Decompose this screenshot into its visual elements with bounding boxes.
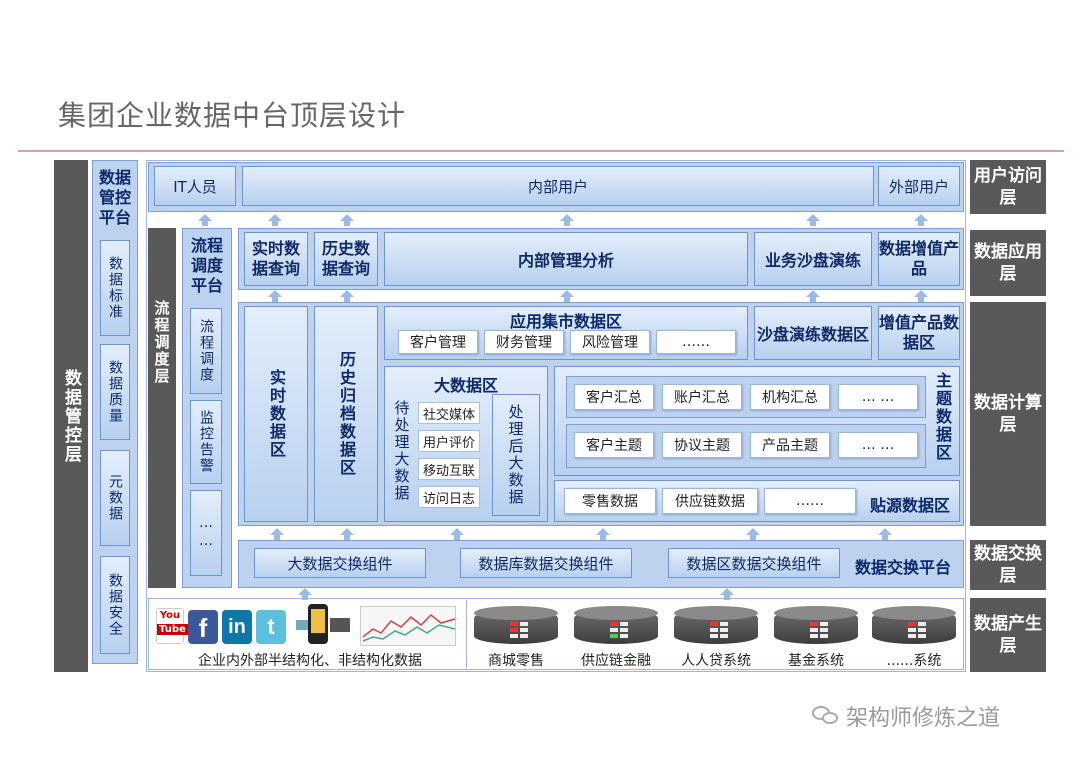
arrow-up-icon — [806, 290, 820, 302]
user-it-staff[interactable]: IT人员 — [154, 166, 236, 206]
bigdata-item-mobile[interactable]: 移动互联 — [418, 458, 480, 480]
exchange-title: 数据交换平台 — [846, 554, 960, 578]
theme-item-customer-subject[interactable]: 客户主题 — [574, 432, 654, 458]
exchange-database[interactable]: 数据库数据交换组件 — [460, 548, 632, 578]
mart-title: 应用集市数据区 — [384, 308, 748, 332]
arrow-up-icon — [560, 290, 574, 302]
arrow-up-icon — [878, 528, 892, 540]
source-zone-title: 贴源数据区 — [862, 492, 958, 516]
compute-value-zone[interactable]: 增值产品数据区 — [878, 306, 960, 360]
governance-layer-label: 数据管控层 — [54, 160, 88, 672]
arrow-up-icon — [340, 214, 354, 226]
app-realtime-query[interactable]: 实时数据查询 — [244, 232, 308, 286]
compute-history-zone[interactable]: 历史归档数据区 — [314, 306, 378, 522]
arrow-up-icon — [340, 528, 354, 540]
mart-item-customer[interactable]: 客户管理 — [398, 330, 478, 354]
chart-thumbnail-icon — [360, 606, 456, 646]
arrow-up-icon — [806, 214, 820, 226]
database-icon — [774, 606, 858, 646]
theme-item-customer-summary[interactable]: 客户汇总 — [574, 384, 654, 410]
bigdata-item-logs[interactable]: 访问日志 — [418, 486, 480, 508]
theme-title: 主题数据区 — [930, 372, 954, 472]
arrow-up-icon — [270, 528, 284, 540]
governance-item-quality[interactable]: 数据质量 — [100, 344, 130, 440]
bigdata-processed[interactable]: 处理后大数据 — [492, 394, 540, 516]
app-sandbox[interactable]: 业务沙盘演练 — [754, 232, 872, 286]
arrow-up-icon — [560, 214, 574, 226]
mobile-device-icon — [296, 604, 352, 646]
title-divider — [18, 150, 1064, 152]
arrow-up-icon — [340, 290, 354, 302]
governance-item-security[interactable]: 数据安全 — [100, 556, 130, 654]
arrow-up-icon — [914, 214, 928, 226]
arrow-up-icon — [268, 290, 282, 302]
exchange-bigdata[interactable]: 大数据交换组件 — [254, 548, 426, 578]
compute-sandbox-zone[interactable]: 沙盘演练数据区 — [754, 306, 872, 360]
system-label-more: ......系统 — [868, 650, 960, 670]
theme-item-more-2[interactable]: … … — [838, 432, 918, 458]
governance-platform-title: 数据管控平台 — [94, 168, 136, 228]
scheduling-item-monitor[interactable]: 监控告警 — [190, 400, 222, 484]
wechat-icon — [812, 704, 842, 726]
app-internal-analysis[interactable]: 内部管理分析 — [384, 232, 748, 286]
arrow-up-icon — [914, 290, 928, 302]
scheduling-item-more[interactable]: …… — [190, 490, 222, 576]
arrow-up-icon — [268, 214, 282, 226]
app-value-added[interactable]: 数据增值产品 — [878, 232, 960, 286]
layer-label-exchange: 数据交换层 — [970, 540, 1046, 590]
theme-item-product-subject[interactable]: 产品主题 — [750, 432, 830, 458]
bigdata-pending-label: 待处理大数据 — [390, 400, 414, 512]
source-zone-item-supply[interactable]: 供应链数据 — [662, 488, 758, 514]
scheduling-layer-label: 流程调度层 — [148, 300, 176, 500]
database-icon — [872, 606, 956, 646]
system-label-p2p: 人人贷系统 — [670, 650, 762, 670]
arrow-up-icon — [746, 528, 760, 540]
theme-item-org-summary[interactable]: 机构汇总 — [750, 384, 830, 410]
source-zone-item-more[interactable]: …… — [764, 488, 856, 514]
watermark-text: 架构师修炼之道 — [846, 700, 1000, 732]
layer-label-compute: 数据计算层 — [970, 302, 1046, 526]
system-label-supply-finance: 供应链金融 — [570, 650, 662, 670]
bigdata-item-social[interactable]: 社交媒体 — [418, 402, 480, 424]
arrow-up-icon — [596, 528, 610, 540]
database-icon — [574, 606, 658, 646]
layer-label-source: 数据产生层 — [970, 598, 1046, 672]
mart-item-more[interactable]: …… — [656, 330, 736, 354]
compute-realtime-zone[interactable]: 实时数据区 — [244, 306, 308, 522]
bigdata-title: 大数据区 — [384, 372, 548, 396]
source-left-caption: 企业内外部半结构化、非结构化数据 — [160, 650, 460, 670]
database-icon — [674, 606, 758, 646]
scheduling-item-flow[interactable]: 流程调度 — [190, 308, 222, 394]
database-icon — [474, 606, 558, 646]
app-history-query[interactable]: 历史数据查询 — [314, 232, 378, 286]
system-label-mall: 商城零售 — [470, 650, 562, 670]
user-external[interactable]: 外部用户 — [878, 166, 960, 206]
mart-item-finance[interactable]: 财务管理 — [484, 330, 564, 354]
user-internal[interactable]: 内部用户 — [242, 166, 874, 206]
source-zone-item-retail[interactable]: 零售数据 — [564, 488, 656, 514]
exchange-datazone[interactable]: 数据区数据交换组件 — [668, 548, 840, 578]
theme-item-agreement-subject[interactable]: 协议主题 — [662, 432, 742, 458]
mart-item-risk[interactable]: 风险管理 — [570, 330, 650, 354]
arrow-up-icon — [198, 214, 212, 226]
governance-item-metadata[interactable]: 元数据 — [100, 450, 130, 546]
twitter-icon: t — [256, 610, 286, 644]
layer-label-user: 用户访问层 — [970, 160, 1046, 214]
linkedin-icon: in — [222, 610, 252, 644]
system-label-fund: 基金系统 — [770, 650, 862, 670]
theme-item-account-summary[interactable]: 账户汇总 — [662, 384, 742, 410]
page-title: 集团企业数据中台顶层设计 — [58, 94, 406, 134]
arrow-up-icon — [450, 528, 464, 540]
source-divider — [466, 600, 467, 668]
governance-item-standard[interactable]: 数据标准 — [100, 240, 130, 336]
theme-item-more-1[interactable]: … … — [838, 384, 918, 410]
scheduling-platform-title: 流程调度平台 — [186, 236, 228, 296]
layer-label-app: 数据应用层 — [970, 230, 1046, 296]
facebook-icon: f — [188, 610, 218, 644]
bigdata-item-review[interactable]: 用户评价 — [418, 430, 480, 452]
